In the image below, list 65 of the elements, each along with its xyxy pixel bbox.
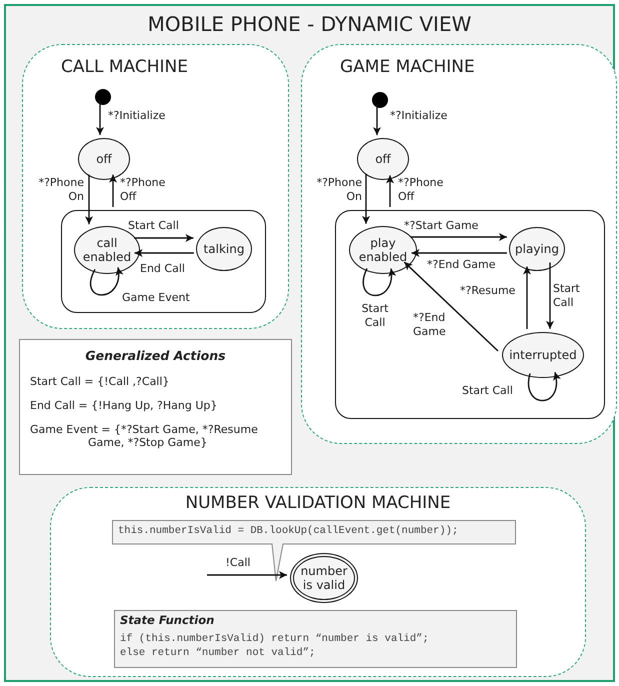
edge-label: *?Initialize (108, 109, 166, 123)
edge-label: *?End Game (413, 311, 447, 338)
state-name: talking (204, 242, 244, 256)
transition-arrow (410, 233, 507, 241)
action-definition: Game Event = {*?Start Game, *?Resume Game, *?Stop Game} (30, 423, 259, 449)
edge-label: *?Start Game (404, 219, 480, 233)
state-ellipse (196, 227, 252, 271)
transition-arrow (362, 268, 396, 296)
transition-arrow (386, 175, 394, 207)
transition-arrow (362, 174, 370, 224)
transition-arrow (96, 102, 104, 136)
transition-arrow (85, 174, 93, 224)
function-heading: State Function (120, 613, 216, 627)
state-name: call enabled (82, 236, 132, 264)
code-line: if (this.numberIsValid) return “number is valid”; (120, 632, 430, 646)
code-line: else return “number not valid”; (120, 646, 316, 660)
state-name: play enabled (358, 236, 408, 264)
initial-state-dot (372, 92, 388, 108)
state-machine-region (22, 44, 289, 329)
transition-arrow (404, 262, 498, 352)
transition-arrow (373, 105, 381, 136)
state-name: number is valid (300, 564, 348, 592)
edge-label: Start Call (360, 302, 390, 330)
edge-label: *?Phone Off (120, 176, 166, 204)
transition-arrow (207, 571, 287, 579)
state-name: off (375, 152, 391, 166)
action-definition: End Call = {!Hang Up, ?Hang Up} (30, 399, 218, 412)
state-machine-region (301, 44, 617, 444)
transition-arrow (134, 234, 194, 242)
edge-label: End Call (140, 262, 186, 276)
edge-label: *?Phone On (316, 176, 362, 204)
edge-label: *?Phone Off (398, 176, 444, 204)
machine-title: GAME MACHINE (340, 57, 475, 77)
transition-arrow (90, 267, 123, 296)
edge-label: Start Call (462, 384, 514, 398)
edge-label: *?Phone On (38, 176, 84, 204)
state-function-box (114, 610, 517, 668)
initial-state-dot (95, 89, 111, 105)
transition-arrow (109, 174, 117, 207)
state-ellipse (509, 227, 565, 271)
edge-label: !Call (224, 556, 252, 570)
edge-label: Game Event (122, 291, 191, 305)
transition-arrow (546, 262, 554, 329)
note-heading: Generalized Actions (84, 348, 227, 363)
composite-state-box (335, 210, 605, 419)
note-box (19, 339, 292, 475)
transition-arrow (134, 249, 194, 257)
state-name: playing (515, 242, 559, 256)
state-name: interrupted (509, 348, 577, 362)
transition-arrow (523, 266, 531, 329)
action-definition: Start Call = {!Call ,?Call} (30, 375, 170, 388)
composite-state-box (61, 210, 266, 313)
state-name: off (96, 152, 112, 166)
edge-label: Start Call (128, 219, 180, 233)
edge-label: *?End Game (427, 258, 496, 272)
edge-label: Start Call (553, 282, 581, 310)
code-line: this.numberIsValid = DB.lookUp(callEvent.get(number)); (118, 525, 458, 537)
machine-title: CALL MACHINE (61, 57, 188, 77)
state-machine-region (50, 487, 586, 677)
diagram-title: MOBILE PHONE - DYNAMIC VIEW (146, 12, 472, 36)
transition-arrow (528, 372, 560, 402)
edge-label: *?Resume (460, 284, 516, 298)
machine-title: NUMBER VALIDATION MACHINE (184, 493, 452, 513)
edge-label: *?Initialize (390, 109, 448, 123)
transition-arrow (412, 249, 507, 257)
